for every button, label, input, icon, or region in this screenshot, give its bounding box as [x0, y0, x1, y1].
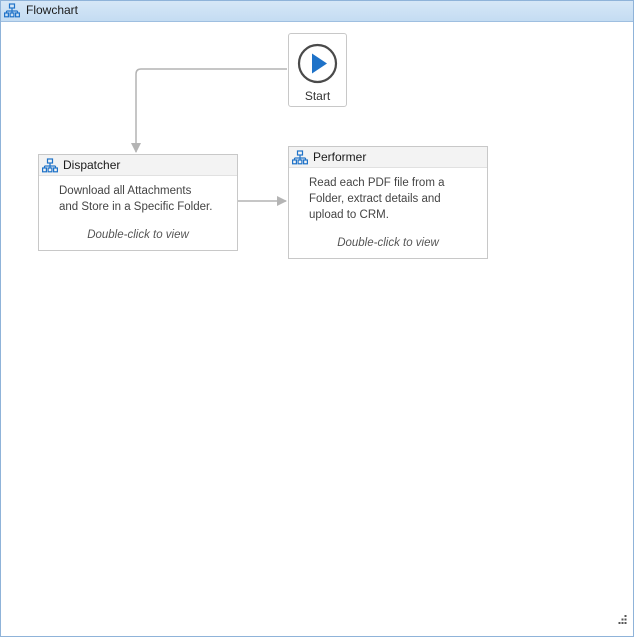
activity-description: Download all Attachments and Store in a … [59, 183, 229, 215]
performer-activity[interactable]: Performer Read each PDF file from a Fold… [288, 146, 488, 259]
description-line: Folder, extract details and [309, 193, 441, 205]
connector-start-to-dispatcher[interactable] [131, 68, 287, 153]
flowchart-icon [42, 158, 59, 179]
connectors-layer [131, 68, 287, 206]
activity-header: Performer [289, 147, 487, 168]
dispatcher-activity[interactable]: Dispatcher Download all Attachments and … [38, 154, 238, 251]
description-line: Download all Attachments [59, 185, 192, 197]
designer-titlebar: Flowchart [1, 1, 633, 22]
activity-title: Dispatcher [63, 158, 121, 172]
flowchart-icon [292, 150, 309, 171]
designer-title: Flowchart [26, 3, 79, 17]
description-line: Read each PDF file from a [309, 177, 445, 189]
double-click-hint: Double-click to view [87, 229, 189, 241]
resize-grip-icon[interactable] [617, 612, 627, 630]
activity-header: Dispatcher [39, 155, 237, 176]
description-line: and Store in a Specific Folder. [59, 201, 213, 213]
start-label: Start [304, 89, 331, 103]
description-line: upload to CRM. [309, 209, 389, 221]
start-node[interactable]: Start [288, 33, 347, 107]
activity-description: Read each PDF file from a Folder, extrac… [309, 175, 479, 223]
flowchart-icon [4, 3, 21, 24]
play-icon [297, 43, 338, 89]
double-click-hint: Double-click to view [337, 237, 439, 249]
activity-title: Performer [313, 150, 367, 164]
flowchart-canvas[interactable]: Start Dispatcher [1, 22, 633, 636]
